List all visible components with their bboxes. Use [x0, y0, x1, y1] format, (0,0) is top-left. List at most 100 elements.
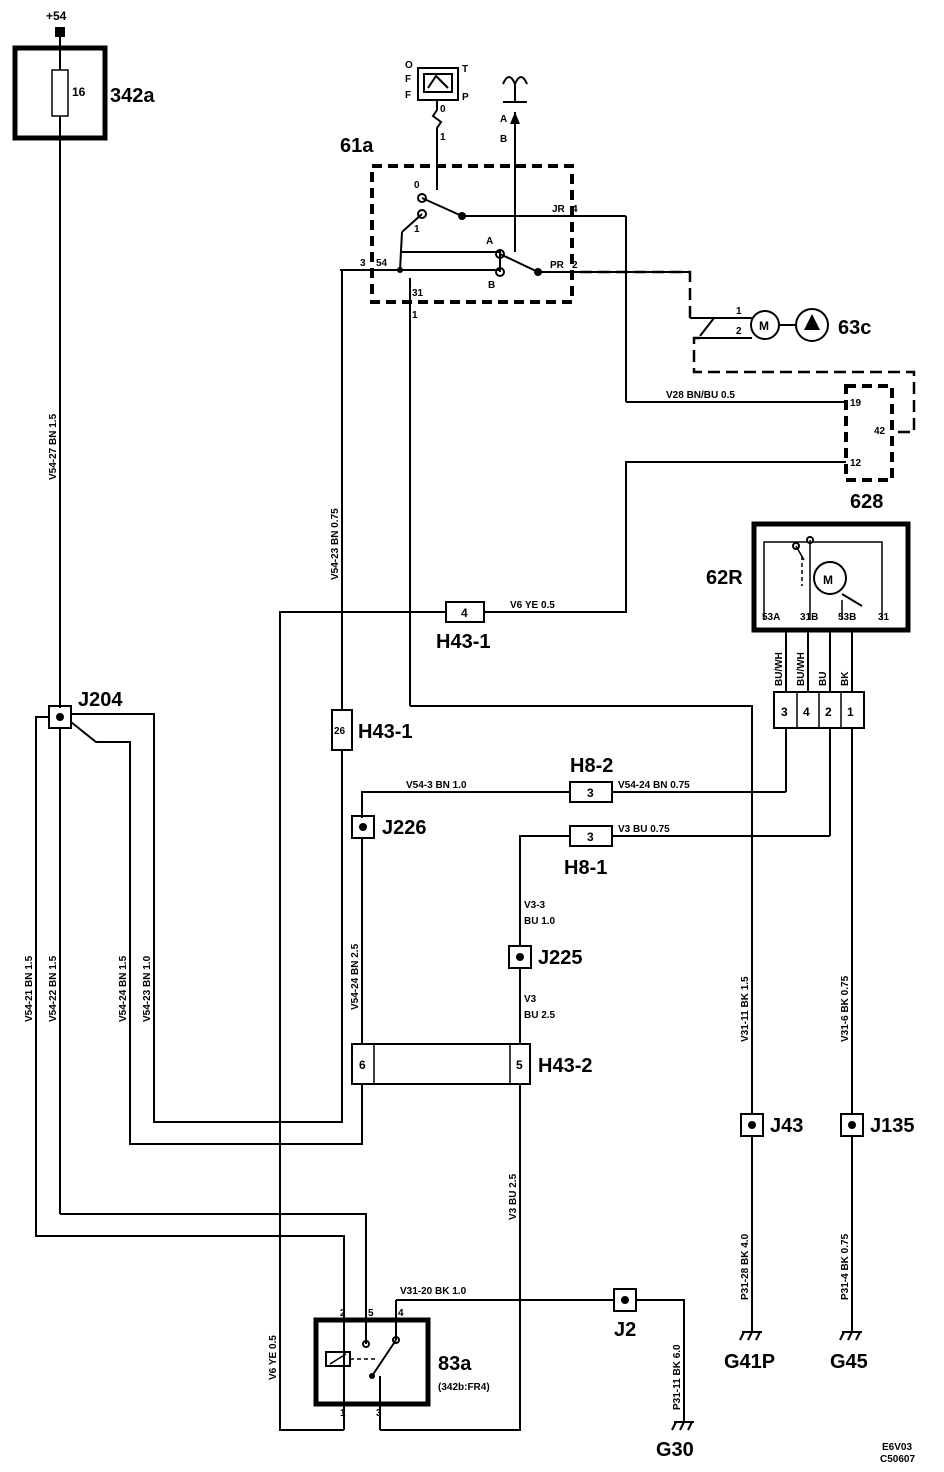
svg-text:B: B — [488, 280, 495, 291]
relay-83a-box — [313, 1317, 431, 1407]
motor-wire-color-1: BU/WH — [774, 652, 785, 686]
j2-label: J2 — [614, 1319, 636, 1341]
wire-v31-20: V31-20 BK 1.0 — [400, 1286, 467, 1297]
relay-ref: (342b:FR4) — [438, 1382, 490, 1393]
svg-text:2: 2 — [340, 1308, 346, 1319]
svg-text:0: 0 — [414, 180, 420, 191]
svg-text:2: 2 — [736, 326, 742, 337]
wiper-motor-label: 62R — [706, 567, 743, 589]
wire-v31-11a: V31-11 BK 1.5 — [740, 976, 751, 1042]
svg-text:1: 1 — [414, 224, 420, 235]
wire-v6b: V6 YE 0.5 — [268, 1335, 279, 1380]
svg-text:53A: 53A — [762, 612, 780, 623]
svg-text:2: 2 — [825, 705, 832, 719]
module-628-boundary — [844, 384, 894, 482]
svg-text:M: M — [759, 319, 769, 333]
fuse-number: 16 — [72, 85, 86, 99]
wire-p31-4: P31-4 BK 0.75 — [840, 1233, 851, 1300]
wire-v3c: V3 BU 2.5 — [508, 1173, 519, 1220]
svg-text:T: T — [462, 64, 468, 75]
svg-text:4: 4 — [398, 1308, 404, 1319]
svg-text:JR: JR — [552, 204, 566, 215]
svg-text:2: 2 — [572, 260, 578, 271]
ground-g41p-icon — [739, 1331, 762, 1341]
wire-v54-24c: V54-24 BN 1.5 — [118, 955, 129, 1022]
wire-v54-21: V54-21 BN 1.5 — [24, 955, 35, 1022]
fuse-box-label: 342a — [110, 85, 155, 107]
pump-label: 63c — [838, 317, 871, 339]
svg-text:31: 31 — [878, 612, 890, 623]
wiper-motor-icon — [813, 561, 847, 595]
svg-text:4: 4 — [572, 204, 578, 215]
svg-text:A: A — [500, 114, 507, 125]
svg-text:1: 1 — [340, 1408, 346, 1419]
svg-text:3: 3 — [587, 830, 594, 844]
wire-p31-28: P31-28 BK 4.0 — [740, 1233, 751, 1300]
wire-v54-3: V54-3 BN 1.0 — [406, 780, 467, 791]
supply-label: +54 — [46, 9, 67, 23]
svg-text:3: 3 — [587, 786, 594, 800]
j204-label: J204 — [78, 689, 123, 711]
footer-code-1: E6V03 — [882, 1442, 912, 1453]
ground-g45-label: G45 — [830, 1351, 868, 1373]
wire-v3-3b: BU 1.0 — [524, 916, 556, 927]
j43-label: J43 — [770, 1115, 803, 1137]
svg-text:5: 5 — [516, 1058, 523, 1072]
svg-text:B: B — [500, 134, 507, 145]
ground-g30-icon — [671, 1421, 694, 1431]
connector-h43-2 — [351, 1043, 531, 1085]
switch-61a-boundary — [370, 164, 574, 304]
wire-v3b-b: BU 2.5 — [524, 1010, 556, 1021]
svg-text:4: 4 — [803, 705, 810, 719]
motor-wire-color-2: BU/WH — [796, 652, 807, 686]
svg-text:54: 54 — [376, 258, 388, 269]
switch-label: 61a — [340, 135, 374, 157]
svg-text:A: A — [486, 236, 493, 247]
wire-v54-24a: V54-24 BN 0.75 — [618, 780, 690, 791]
j226-label: J226 — [382, 817, 427, 839]
svg-text:P: P — [462, 92, 469, 103]
relay-label: 83a — [438, 1353, 472, 1375]
module-label: 628 — [850, 491, 883, 513]
wire-v3a: V3 BU 0.75 — [618, 824, 670, 835]
wire-v54-23a: V54-23 BN 0.75 — [330, 508, 341, 580]
svg-text:M: M — [823, 573, 833, 587]
svg-text:F: F — [405, 74, 411, 85]
wire-v28: V28 BN/BU 0.5 — [666, 390, 735, 401]
svg-text:3: 3 — [376, 1408, 382, 1419]
h8-1-label: H8-1 — [564, 857, 607, 879]
wire-v3-3a: V3-3 — [524, 900, 546, 911]
pump-symbol-icon — [502, 76, 528, 87]
svg-text:42: 42 — [874, 426, 886, 437]
ground-g30-label: G30 — [656, 1439, 694, 1461]
svg-text:1: 1 — [736, 306, 742, 317]
fuse-16 — [51, 69, 69, 117]
wire-p31-11: P31-11 BK 6.0 — [672, 1344, 683, 1410]
j135-label: J135 — [870, 1115, 915, 1137]
svg-text:31: 31 — [412, 288, 424, 299]
svg-text:26: 26 — [334, 726, 346, 737]
svg-text:3: 3 — [360, 258, 366, 269]
footer-code-2: C50607 — [880, 1454, 915, 1465]
svg-text:1: 1 — [440, 132, 446, 143]
wire-v54-27: V54-27 BN 1.5 — [48, 413, 59, 480]
svg-text:1: 1 — [847, 705, 854, 719]
motor-wire-color-3: BU — [818, 672, 829, 686]
svg-text:F: F — [405, 90, 411, 101]
supply-terminal — [55, 27, 65, 37]
svg-text:1: 1 — [412, 310, 418, 321]
wire-v3b-a: V3 — [524, 994, 537, 1005]
svg-text:31B: 31B — [800, 612, 818, 623]
wire-v54-23b: V54-23 BN 1.0 — [142, 955, 153, 1022]
motor-wire-color-4: BK — [840, 671, 851, 686]
ground-g41p-label: G41P — [724, 1351, 775, 1373]
svg-text:5: 5 — [368, 1308, 374, 1319]
h8-2-label: H8-2 — [570, 755, 613, 777]
wire-v6a: V6 YE 0.5 — [510, 600, 555, 611]
wire-v54-22: V54-22 BN 1.5 — [48, 955, 59, 1022]
h43-1-a-label: H43-1 — [436, 631, 490, 653]
ground-g45-icon — [839, 1331, 862, 1341]
svg-text:6: 6 — [359, 1058, 366, 1072]
svg-text:O: O — [405, 60, 413, 71]
